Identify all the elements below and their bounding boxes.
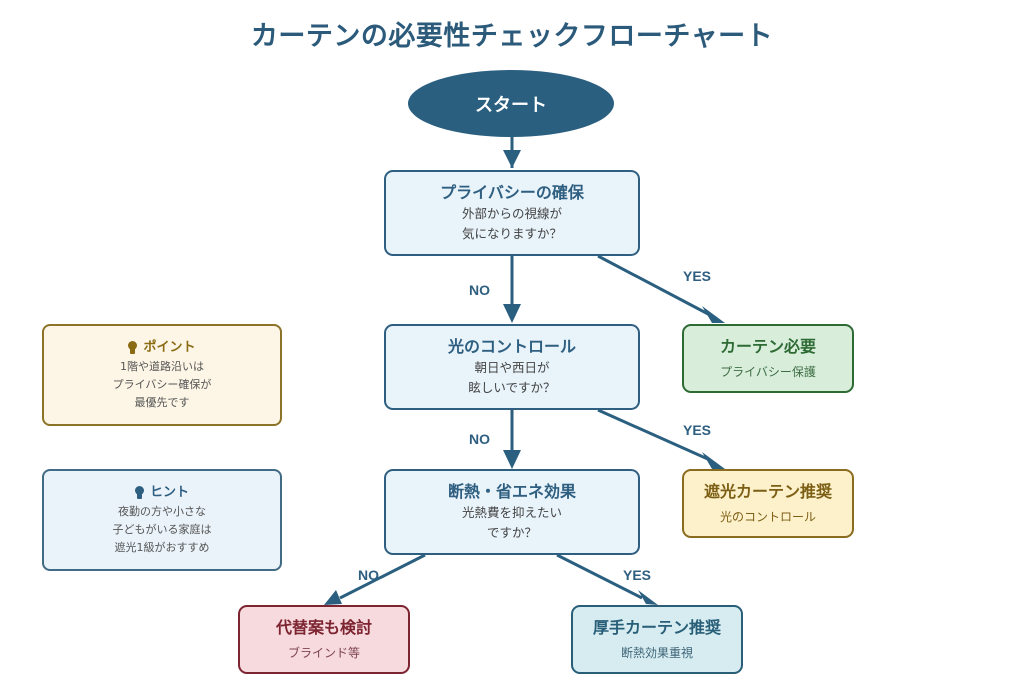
question-light-control: 光のコントロール 朝日や西日が 眩しいですか？ [384,324,640,410]
result-sub: プライバシー保護 [720,364,816,379]
edge-q3-yes [556,553,643,600]
note-title: ヒント [149,485,189,500]
edge-label-q2-no: NO [469,431,490,447]
arrowhead-q2-yes [702,452,725,469]
chart-title: カーテンの必要性チェックフローチャート [250,21,774,52]
note-title: ポイント [143,340,196,355]
result-sub: 断熱効果重視 [620,645,693,660]
note-point: ポイント 1階や道路沿いは プライバシー確保が 最優先です [42,324,282,426]
arrowhead-q2-no [503,450,521,469]
start-label: スタート [475,94,547,116]
question-insulation: 断熱・省エネ効果 光熱費を抑えたい ですか？ [384,469,640,555]
question-title: プライバシーの確保 [440,183,584,202]
lightbulb-icon [128,341,138,355]
arrowhead-q3-yes [638,590,658,605]
start-node: スタート [408,70,614,137]
result-title: 厚手カーテン推奨 [592,617,721,637]
result-thick-curtain: 厚手カーテン推奨 断熱効果重視 [571,605,743,674]
result-sub: ブラインド等 [287,645,360,660]
edge-label-q1-no: NO [469,282,490,298]
note-line: 最優先です [134,396,190,409]
result-title: カーテン必要 [719,336,816,356]
question-title: 光のコントロール [447,337,576,356]
question-line: 眩しいですか？ [468,380,556,395]
edge-label-q1-yes: YES [683,268,712,284]
note-line: 夜勤の方や小さな [118,505,206,518]
arrowhead-q1-no [503,304,521,323]
edge-q1-yes [597,254,711,317]
arrowhead-q3-no [324,590,342,605]
note-line: 1階や道路沿いは [120,360,204,373]
note-line: 遮光1級がおすすめ [114,541,210,554]
question-privacy: プライバシーの確保 外部からの視線が 気になりますか？ [384,170,640,256]
note-header: ポイント [128,338,196,358]
arrowhead-start-q1 [503,150,521,168]
note-hint: ヒント 夜勤の方や小さな 子どもがいる家庭は 遮光1級がおすすめ [42,469,282,571]
result-curtain-needed: カーテン必要 プライバシー保護 [682,324,854,393]
result-title: 遮光カーテン推奨 [703,481,832,501]
result-alternative: 代替案も検討 ブラインド等 [238,605,410,674]
note-header: ヒント [134,483,189,503]
question-line: 光熱費を抑えたい [461,505,562,520]
arrowhead-q1-yes [702,306,725,323]
question-title: 断熱・省エネ効果 [447,482,576,501]
edge-q3-no [339,553,426,600]
question-line: 外部からの視線が [461,206,562,221]
question-line: ですか？ [486,525,537,540]
edge-q2-yes [597,408,711,462]
note-line: プライバシー確保が [112,378,212,391]
question-line: 気になりますか？ [461,226,562,241]
result-title: 代替案も検討 [275,617,372,637]
note-line: 子どもがいる家庭は [112,523,212,536]
edge-label-q2-yes: YES [683,422,712,438]
lightbulb-icon [134,486,144,500]
edge-label-q3-no: NO [358,567,379,583]
question-line: 朝日や西日が [474,360,550,375]
edge-label-q3-yes: YES [623,567,652,583]
result-blackout-curtain: 遮光カーテン推奨 光のコントロール [682,469,854,538]
result-sub: 光のコントロール [719,509,816,524]
